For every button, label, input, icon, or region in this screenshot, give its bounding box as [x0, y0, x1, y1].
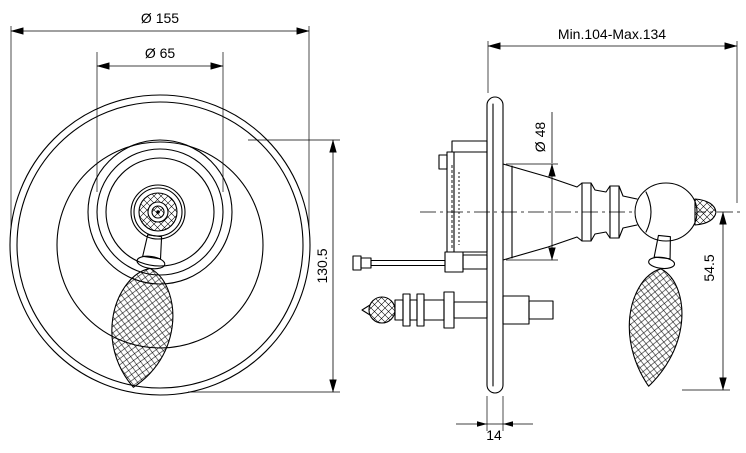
label-plate-thickness: 14: [486, 427, 502, 443]
wall-plate-side: [486, 96, 504, 394]
handle-knob-side: [634, 182, 717, 242]
label-escutcheon-diameter: Ø 48: [532, 122, 548, 153]
dimension-installation-depth: Min.104-Max.134: [487, 26, 738, 203]
lever-handle-side: [628, 234, 683, 387]
dimensions: Ø 155 Ø 65 130.5 Min.104-Max.134: [10, 10, 738, 443]
dimension-escutcheon-diameter: Ø 48: [506, 112, 558, 261]
label-installation-depth: Min.104-Max.134: [558, 26, 666, 42]
spindle-extension: [352, 251, 488, 273]
front-view: [9, 94, 311, 396]
label-outer-diameter: Ø 155: [141, 10, 179, 26]
dimension-outer-diameter: Ø 155: [10, 10, 310, 228]
label-overall-height: 130.5: [314, 248, 330, 283]
dimension-plate-thickness: 14: [456, 396, 533, 443]
label-handle-length: 54.5: [701, 254, 717, 281]
side-view: [352, 96, 742, 394]
dimension-handle-length: 54.5: [682, 211, 730, 391]
knob-front: [130, 184, 186, 240]
label-inner-diameter: Ø 65: [145, 45, 176, 61]
escutcheon-cone-side: [502, 163, 638, 261]
dimension-overall-height: 130.5: [188, 139, 340, 393]
diverter-assembly: [361, 291, 554, 329]
dimension-inner-diameter: Ø 65: [96, 45, 224, 192]
lever-handle-front: [111, 234, 174, 388]
valve-body-side: [438, 140, 488, 253]
